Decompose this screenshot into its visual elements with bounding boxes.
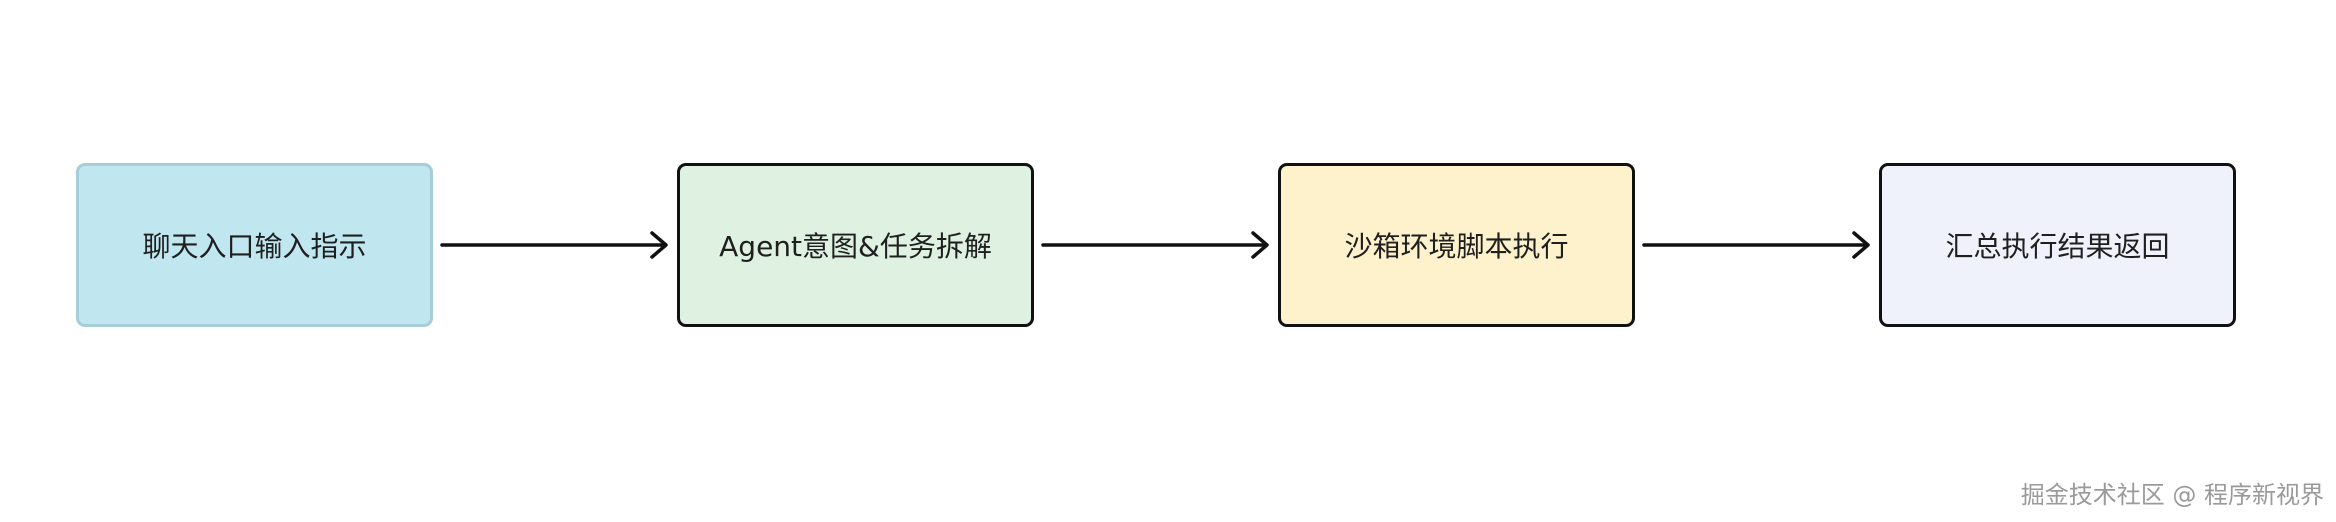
arrow-3 (1642, 231, 1870, 259)
arrow-1 (440, 231, 668, 259)
step-return-result: 汇总执行结果返回 (1879, 163, 2236, 327)
step-agent-intent: Agent意图&任务拆解 (677, 163, 1034, 327)
step-sandbox-exec-label: 沙箱环境脚本执行 (1344, 230, 1569, 263)
watermark: 掘金技术社区 @ 程序新视界 (2020, 481, 2324, 509)
step-chat-input: 聊天入口输入指示 (76, 163, 433, 327)
step-sandbox-exec: 沙箱环境脚本执行 (1278, 163, 1635, 327)
step-return-result-label: 汇总执行结果返回 (1945, 230, 2170, 263)
arrow-2 (1041, 231, 1269, 259)
step-chat-input-label: 聊天入口输入指示 (142, 230, 367, 263)
step-agent-intent-label: Agent意图&任务拆解 (719, 230, 992, 263)
